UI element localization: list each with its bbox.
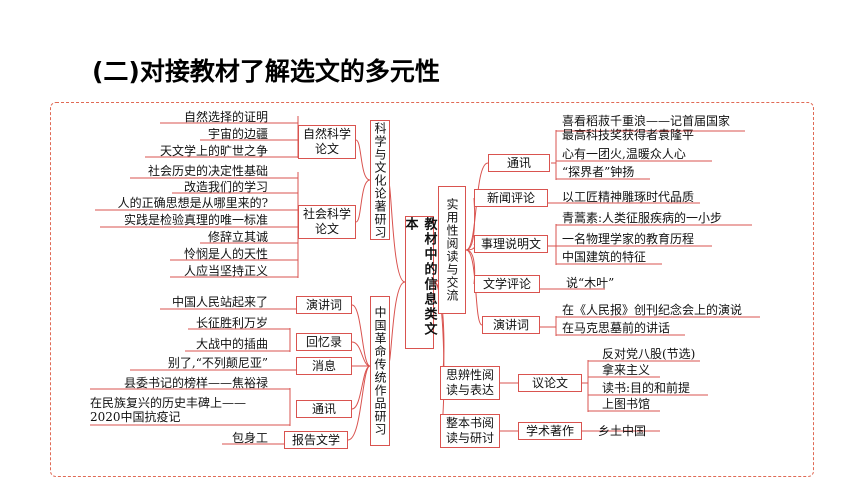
leaf-text: 一名物理学家的教育历程	[562, 232, 695, 246]
category-critical: 思辨性阅读与表达	[440, 366, 500, 400]
leaf-text: 以工匠精神雕琢时代品质	[562, 190, 695, 204]
leaf-text: 实践是检验真理的唯一标准	[123, 213, 268, 227]
node-literary-criticism: 文学评论	[474, 275, 540, 293]
leaf-text: 人应当坚持正义	[183, 264, 268, 278]
leaf-text: 读书:目的和前提	[602, 381, 691, 395]
leaf-text: 天文学上的旷世之争	[159, 144, 268, 158]
leaf-text: 反对党八股(节选)	[602, 347, 696, 361]
leaf-text: 在《人民报》创刊纪念会上的演说	[562, 303, 743, 317]
category-wholebook: 整本书阅读与研讨	[440, 414, 500, 448]
node-report-left: 通讯	[296, 400, 352, 418]
node-report-right: 通讯	[488, 154, 550, 172]
leaf-text: 社会历史的决定性基础	[147, 164, 268, 178]
leaf-text: 中国人民站起来了	[171, 295, 268, 309]
node-academic: 学术著作	[518, 422, 582, 440]
leaf-text: 中国建筑的特征	[562, 250, 647, 264]
category-revolution: 中国革命传统作品研习	[370, 296, 390, 446]
node-news-comment: 新闻评论	[474, 189, 548, 207]
leaf-text: 宇宙的边疆	[207, 127, 268, 141]
leaf-text: 自然选择的证明	[183, 110, 268, 124]
node-social-science: 社会科学论文	[298, 205, 356, 239]
leaf-text: 上图书馆	[602, 397, 651, 411]
mindmap-frame	[50, 102, 814, 477]
node-natural-science: 自然科学论文	[298, 125, 356, 159]
leaf-text: 修辞立其诚	[207, 230, 268, 244]
leaf-text: 人的正确思想是从哪里来的?	[117, 196, 268, 210]
leaf-text: 包身工	[231, 431, 268, 445]
page-title: (二)对接教材了解选文的多元性	[92, 57, 440, 86]
node-expository: 事理说明文	[474, 235, 548, 253]
node-speech-right: 演讲词	[482, 316, 540, 334]
node-argumentative: 议论文	[518, 374, 582, 392]
leaf-text: 改造我们的学习	[183, 180, 268, 194]
leaf-text: 长征胜利万岁	[195, 316, 268, 330]
leaf-text: 大战中的插曲	[195, 337, 268, 351]
leaf-text: 心有一团火,温暖众人心	[562, 147, 686, 161]
node-speech-left: 演讲词	[296, 296, 352, 314]
category-sci-culture: 科学与文化论著研习	[370, 120, 390, 240]
leaf-text: 说“木叶”	[566, 276, 615, 290]
node-reportage: 报告文学	[284, 431, 348, 449]
leaf-text: 别了,“不列颠尼亚”	[167, 356, 268, 370]
leaf-text: 在马克思墓前的讲话	[562, 321, 671, 335]
node-news: 消息	[296, 357, 352, 375]
category-practical: 实用性阅读与交流	[438, 186, 466, 314]
center-node: 教材中的信息类文本	[403, 216, 437, 349]
leaf-text: 拿来主义	[602, 363, 651, 377]
leaf-text: 怜悯是人的天性	[183, 247, 268, 261]
leaf-text: 喜看稻菽千重浪——记首届国家 最高科技奖获得者袁隆平	[562, 114, 731, 142]
leaf-text: 在民族复兴的历史丰碑上—— 2020中国抗疫记	[90, 396, 247, 424]
leaf-text: 县委书记的榜样——焦裕禄	[123, 376, 268, 390]
leaf-text: 乡土中国	[598, 424, 647, 438]
leaf-text: “探界者”钟扬	[562, 165, 635, 179]
node-memoir: 回忆录	[296, 333, 352, 351]
leaf-text: 青蒿素:人类征服疾病的一小步	[562, 211, 723, 225]
